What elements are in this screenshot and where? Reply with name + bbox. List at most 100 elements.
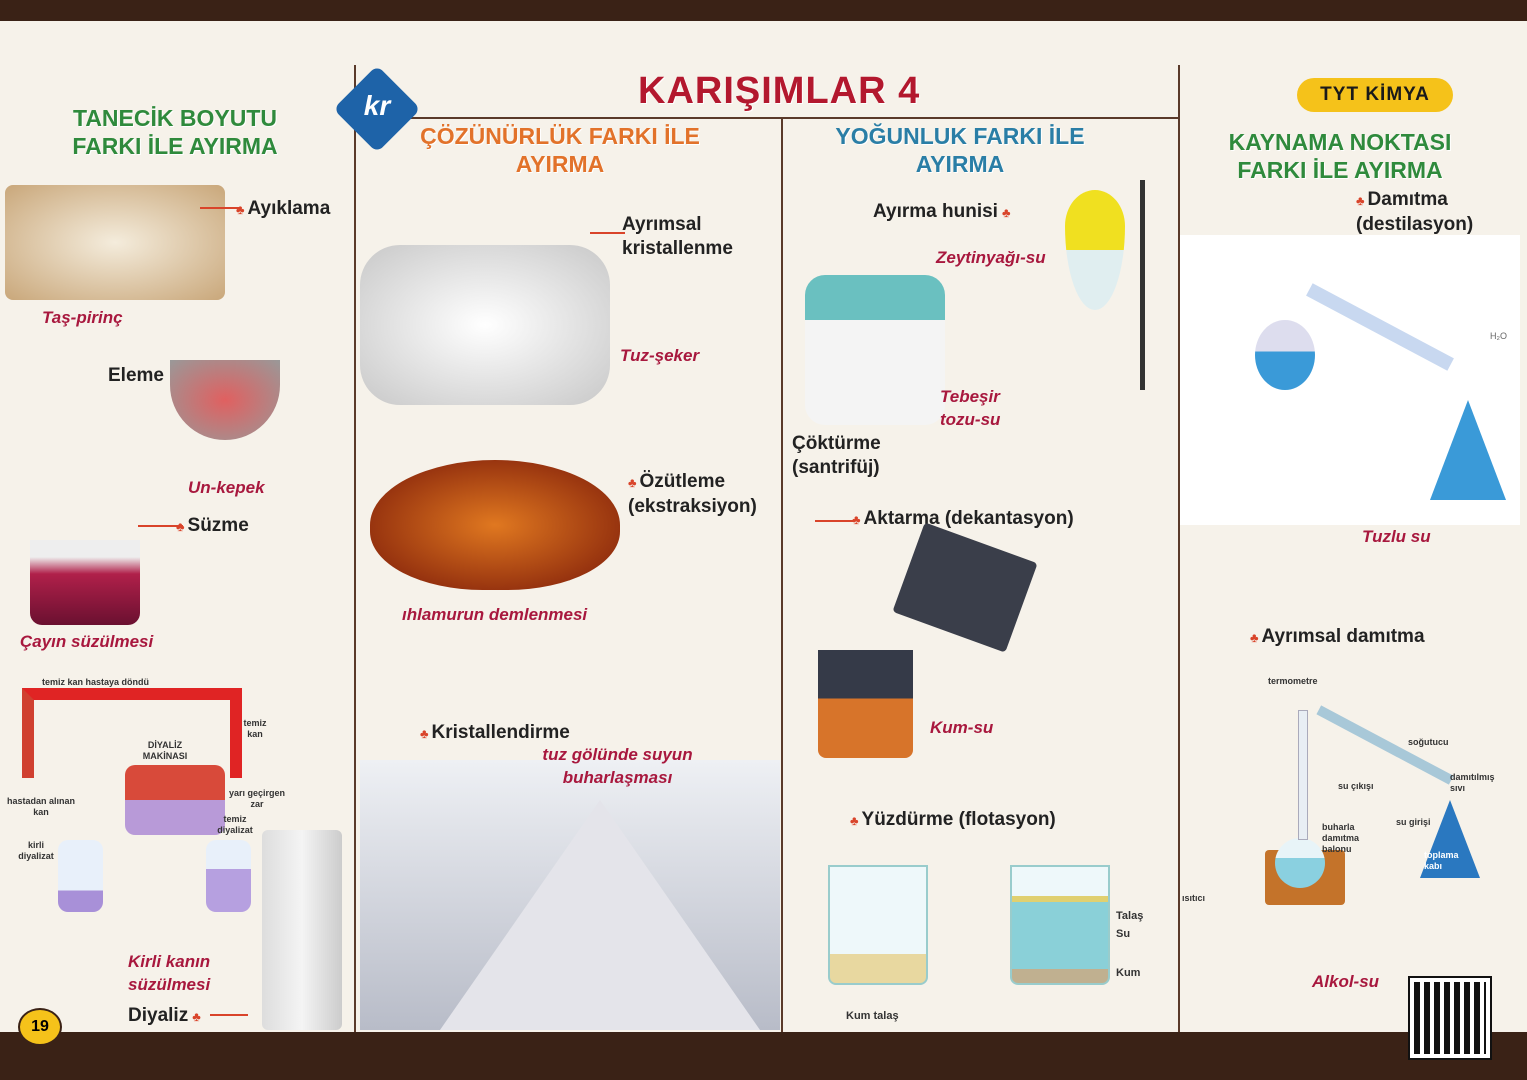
clover-icon: ♣ bbox=[628, 475, 637, 490]
label-suzme: ♣Süzme bbox=[176, 514, 249, 539]
example-kirli-kan: Kirli kanın süzülmesi bbox=[128, 952, 211, 994]
stand bbox=[1140, 180, 1145, 390]
divider bbox=[1178, 65, 1180, 1032]
beaker-label: Kum talaş bbox=[846, 1010, 899, 1022]
example-tas-pirinc: Taş-pirinç bbox=[42, 308, 123, 327]
tea-cup-image bbox=[30, 540, 140, 625]
label-text: Diyaliz bbox=[128, 1005, 189, 1026]
bottle bbox=[58, 840, 103, 912]
flask bbox=[1255, 320, 1315, 390]
heading-solubility: ÇÖZÜNÜRLÜK FARKI İLE AYIRMA bbox=[420, 123, 700, 177]
page-title: KARIŞIMLAR 4 bbox=[638, 70, 921, 112]
label-eleme: Eleme bbox=[108, 365, 164, 386]
diagram-label: su girişi bbox=[1396, 817, 1431, 827]
bottle bbox=[206, 840, 251, 912]
label-text: Damıtma (destilasyon) bbox=[1356, 189, 1474, 235]
decantation-beaker bbox=[818, 650, 913, 758]
diagram-label: hastadan alınan kan bbox=[6, 796, 76, 817]
clover-icon: ♣ bbox=[852, 512, 861, 527]
clover-icon: ♣ bbox=[1250, 630, 1259, 645]
heading-size: TANECİK BOYUTU FARKI İLE AYIRMA bbox=[72, 105, 278, 159]
example-cay: Çayın süzülmesi bbox=[20, 632, 154, 651]
leader-line bbox=[815, 520, 855, 522]
diagram-label: damıtılmış sıvı bbox=[1450, 772, 1495, 793]
beaker-label: Talaş bbox=[1116, 910, 1144, 922]
diagram-label: kirli diyalizat bbox=[18, 840, 54, 861]
clover-icon: ♣ bbox=[176, 519, 185, 534]
label-text: Ayırma hunisi bbox=[873, 201, 998, 222]
example-ihlamur: ıhlamurun demlenmesi bbox=[402, 605, 588, 624]
example-tebesir: Tebeşir tozu-su bbox=[940, 387, 1001, 429]
label-aktarma: ♣Aktarma (dekantasyon) bbox=[852, 507, 1074, 532]
centrifuge-image bbox=[805, 275, 945, 425]
example-tuz-seker: Tuz-şeker bbox=[620, 346, 700, 365]
clover-icon: ♣ bbox=[850, 813, 859, 828]
leader-line bbox=[210, 1014, 248, 1016]
beaker-mixed bbox=[828, 865, 928, 985]
bottom-border bbox=[0, 1032, 1527, 1080]
page-number: 19 bbox=[18, 1008, 62, 1046]
diagram-label: toplama kabı bbox=[1424, 850, 1459, 871]
sieve-image bbox=[170, 360, 280, 440]
label-text: Yüzdürme (flotasyon) bbox=[861, 809, 1056, 830]
label-ayrimsal-kristallenme: Ayrımsal kristallenme bbox=[622, 214, 733, 259]
diagram-label: soğutucu bbox=[1408, 737, 1449, 747]
label-cokturme: Çöktürme (santrifüj) bbox=[792, 433, 881, 478]
example-kum-su: Kum-su bbox=[930, 718, 994, 737]
teapot-image bbox=[370, 460, 620, 590]
distilling-flask bbox=[1275, 838, 1325, 888]
rice-image bbox=[5, 185, 225, 300]
salt-sugar-image bbox=[360, 245, 610, 405]
label-text: Özütleme (ekstraksiyon) bbox=[628, 471, 757, 517]
divider bbox=[781, 118, 783, 1032]
diagram-label: temiz diyalizat bbox=[217, 814, 253, 835]
heading-boiling: KAYNAMA NOKTASI FARKI İLE AYIRMA bbox=[1228, 129, 1452, 183]
label-ozutleme: ♣Özütleme (ekstraksiyon) bbox=[628, 470, 778, 519]
example-tuzlu-su: Tuzlu su bbox=[1362, 527, 1431, 546]
leader-line bbox=[590, 232, 625, 234]
example-un-kepek: Un-kepek bbox=[188, 478, 265, 497]
separatory-funnel-image bbox=[1065, 190, 1125, 310]
leader-line bbox=[138, 525, 183, 527]
header-rule bbox=[355, 117, 1178, 119]
leader-line bbox=[200, 207, 240, 209]
dialysis-machine-diagram bbox=[125, 765, 225, 835]
label-ayirma-hunisi: Ayırma hunisi♣ bbox=[873, 200, 1013, 225]
clover-icon: ♣ bbox=[236, 202, 245, 217]
label-text: Ayıklama bbox=[247, 198, 331, 219]
qr-code[interactable] bbox=[1408, 976, 1492, 1060]
clover-icon: ♣ bbox=[1356, 193, 1365, 208]
salt-pile bbox=[440, 800, 760, 1030]
diagram-label: su çıkışı bbox=[1338, 781, 1374, 791]
label-yuzdurme: ♣Yüzdürme (flotasyon) bbox=[850, 808, 1056, 833]
label-kristallendirme: ♣Kristallendirme bbox=[420, 721, 570, 746]
clover-icon: ♣ bbox=[1001, 205, 1011, 220]
label-damitma: ♣Damıtma (destilasyon) bbox=[1356, 188, 1486, 237]
beaker-label: Kum bbox=[1116, 967, 1141, 979]
diagram-label: yarı geçirgen zar bbox=[228, 788, 286, 809]
blood-loop bbox=[22, 688, 242, 778]
diagram-label: buharla damıtma balonu bbox=[1322, 822, 1360, 854]
diagram-label: DİYALİZ MAKİNASI bbox=[142, 740, 188, 761]
clover-icon: ♣ bbox=[192, 1009, 201, 1024]
beaker-label: Su bbox=[1116, 928, 1131, 940]
clover-icon: ♣ bbox=[420, 726, 429, 741]
diagram-label: ısıtıcı bbox=[1182, 893, 1206, 903]
dialysis-device-image bbox=[262, 830, 342, 1030]
diagram-label: termometre bbox=[1268, 676, 1318, 686]
label-text: Kristallendirme bbox=[431, 722, 570, 743]
beaker-separated bbox=[1010, 865, 1110, 985]
column bbox=[1298, 710, 1308, 840]
top-border bbox=[0, 0, 1527, 21]
diagram-label: temiz kan hastaya döndü bbox=[42, 677, 150, 687]
erlenmeyer bbox=[1430, 400, 1506, 500]
label-text: Ayrımsal damıtma bbox=[1261, 626, 1425, 647]
label-diyaliz: Diyaliz♣ bbox=[128, 1004, 204, 1029]
pouring-beaker bbox=[892, 522, 1038, 653]
label-text: Süzme bbox=[187, 515, 249, 536]
collection-flask bbox=[1420, 800, 1480, 878]
heading-density: YOĞUNLUK FARKI İLE AYIRMA bbox=[835, 123, 1085, 177]
label-ayiklama: ♣Ayıklama bbox=[236, 197, 330, 222]
example-zeytin: Zeytinyağı-su bbox=[936, 248, 1046, 267]
divider bbox=[354, 65, 356, 1032]
